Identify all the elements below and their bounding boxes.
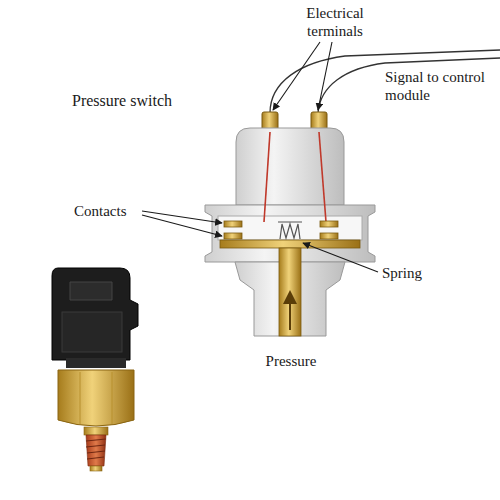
connector-face xyxy=(62,312,122,352)
internal-lead xyxy=(264,132,270,222)
leader-arrow xyxy=(303,243,378,272)
diagram-title: Pressure switch xyxy=(72,92,212,110)
hex-edge xyxy=(80,372,112,424)
leader-arrow xyxy=(142,215,222,236)
pressure-switch-cutaway xyxy=(205,112,375,336)
internal-lead xyxy=(319,132,326,222)
sensor-photo xyxy=(52,268,138,471)
part-label: Signal to control module xyxy=(385,68,495,104)
leader-lines xyxy=(142,42,378,272)
diaphragm-plate xyxy=(220,240,360,248)
contact xyxy=(224,221,242,227)
contact-chamber xyxy=(218,216,362,240)
leader-arrow xyxy=(142,211,222,223)
connector-latch xyxy=(70,282,112,300)
leader-arrow xyxy=(318,42,332,110)
part-label: Electrical terminals xyxy=(290,4,380,40)
connector-body xyxy=(52,268,138,360)
signal-wire xyxy=(318,58,500,113)
part-label: Spring xyxy=(382,264,452,282)
thread xyxy=(86,435,106,466)
signal-wires xyxy=(270,50,500,113)
pressure-stem xyxy=(279,248,301,336)
thread-tip xyxy=(90,466,102,471)
brass-hex xyxy=(58,370,134,426)
thread-line xyxy=(86,439,106,459)
part-label: Contacts xyxy=(74,202,140,220)
housing-cap xyxy=(236,128,344,205)
pressure-arrow xyxy=(283,290,297,304)
contact xyxy=(320,221,338,227)
contact xyxy=(320,233,338,239)
leader-arrow xyxy=(273,42,320,110)
contact xyxy=(224,233,242,239)
connector-collar xyxy=(66,358,126,368)
signal-wire xyxy=(270,50,500,113)
spring xyxy=(278,222,302,239)
thread-neck xyxy=(84,427,108,435)
part-label: Pressure xyxy=(246,352,336,370)
